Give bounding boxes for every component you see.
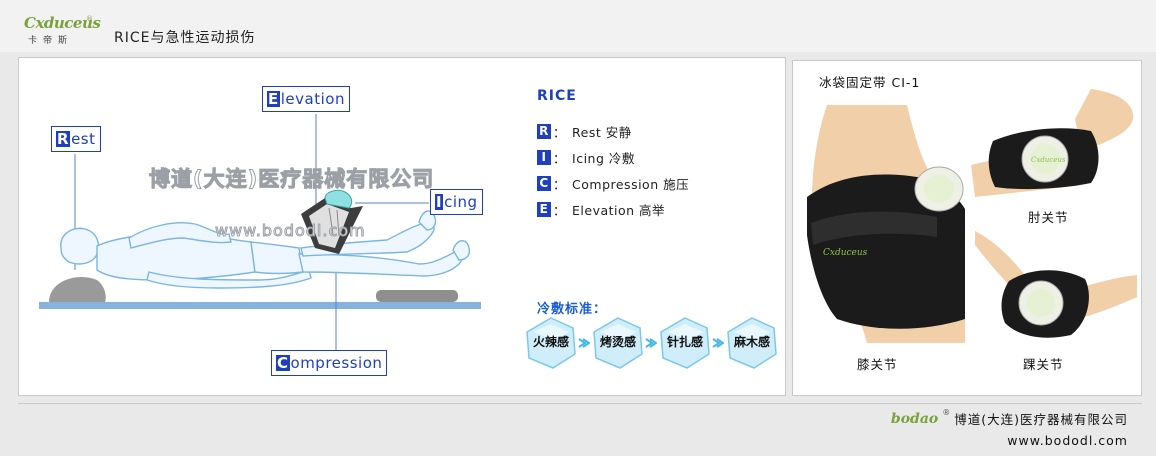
product-panel: 冰袋固定带 CI-1 Cxduceus Cxduceus 肘关节 膝关节 踝关节 xyxy=(792,60,1142,396)
bed-icon xyxy=(39,302,481,309)
footer-brand-logo[interactable]: bodao xyxy=(890,410,939,427)
rice-item-compression: C：Compression 施压 xyxy=(537,170,777,196)
caption-knee: 膝关节 xyxy=(857,357,898,372)
header: Cxduceus ® 卡帝斯 RICE与急性运动损伤 xyxy=(0,0,1156,52)
patient-illustration xyxy=(39,114,481,350)
ice-cube-icon: 烤烫感 xyxy=(592,316,644,370)
caption-ankle: 踝关节 xyxy=(1023,357,1064,372)
rice-item-rest: R：Rest 安静 xyxy=(537,118,777,144)
ice-cube-icon: 针扎感 xyxy=(659,316,711,370)
arrow-right-icon xyxy=(645,338,657,348)
cold-step-4: 麻木感 xyxy=(733,335,770,349)
svg-text:Cxduceus: Cxduceus xyxy=(823,248,868,258)
footer-brand-row: bodao®博道(大连)医疗器械有限公司 xyxy=(891,408,1128,428)
ice-cube-icon: 火辣感 xyxy=(525,316,577,370)
cold-scale-title: 冷敷标准： xyxy=(537,302,608,317)
ankle-wrap-photo[interactable] xyxy=(975,231,1137,343)
caption-elbow: 肘关节 xyxy=(1028,210,1069,225)
knee-wrap-photo[interactable]: Cxduceus xyxy=(807,105,965,343)
brand-logo[interactable]: Cxduceus ® 卡帝斯 xyxy=(24,14,101,46)
footer-website-link[interactable]: www.bododl.com xyxy=(1007,433,1128,448)
cold-step-3: 针扎感 xyxy=(666,335,703,349)
footer-registered-mark: ® xyxy=(942,408,951,417)
pillow-icon xyxy=(49,276,106,302)
page-title: RICE与急性运动损伤 xyxy=(114,30,256,46)
watermark-url: www.bododl.com xyxy=(215,221,366,241)
arrow-right-icon xyxy=(712,338,724,348)
cold-step-1: 火辣感 xyxy=(532,335,569,349)
rice-legend-title: RICE xyxy=(537,88,577,104)
rice-item-elevation: E：Elevation 高举 xyxy=(537,196,777,222)
rice-item-icing: I：Icing 冷敷 xyxy=(537,144,777,170)
footer-divider xyxy=(18,403,1142,404)
elevation-cushion-icon xyxy=(376,290,458,302)
elbow-wrap-photo[interactable]: Cxduceus xyxy=(971,89,1135,207)
arrow-right-icon xyxy=(578,338,590,348)
rice-legend: RICE R：Rest 安静 I：Icing 冷敷 C：Compression … xyxy=(537,88,777,222)
logo-registered-mark: ® xyxy=(86,15,93,23)
product-name: 冰袋固定带 CI-1 xyxy=(819,75,921,90)
logo-chinese-name: 卡帝斯 xyxy=(28,36,74,46)
footer-company-name: 博道(大连)医疗器械有限公司 xyxy=(954,412,1128,427)
footer: bodao®博道(大连)医疗器械有限公司 www.bododl.com xyxy=(891,408,1128,448)
cold-step-2: 烤烫感 xyxy=(599,335,636,349)
patient-body-icon xyxy=(60,210,471,289)
ice-cube-icon: 麻木感 xyxy=(726,316,778,370)
logo-wordmark: Cxduceus xyxy=(24,14,101,32)
ice-compression-wrap-icon xyxy=(301,189,363,254)
svg-text:Cxduceus: Cxduceus xyxy=(1031,156,1066,164)
watermark-company: 博道(大连)医疗器械有限公司 xyxy=(148,167,435,192)
cold-scale: 火辣感 烤烫感 针扎感 麻木感 xyxy=(525,316,785,382)
